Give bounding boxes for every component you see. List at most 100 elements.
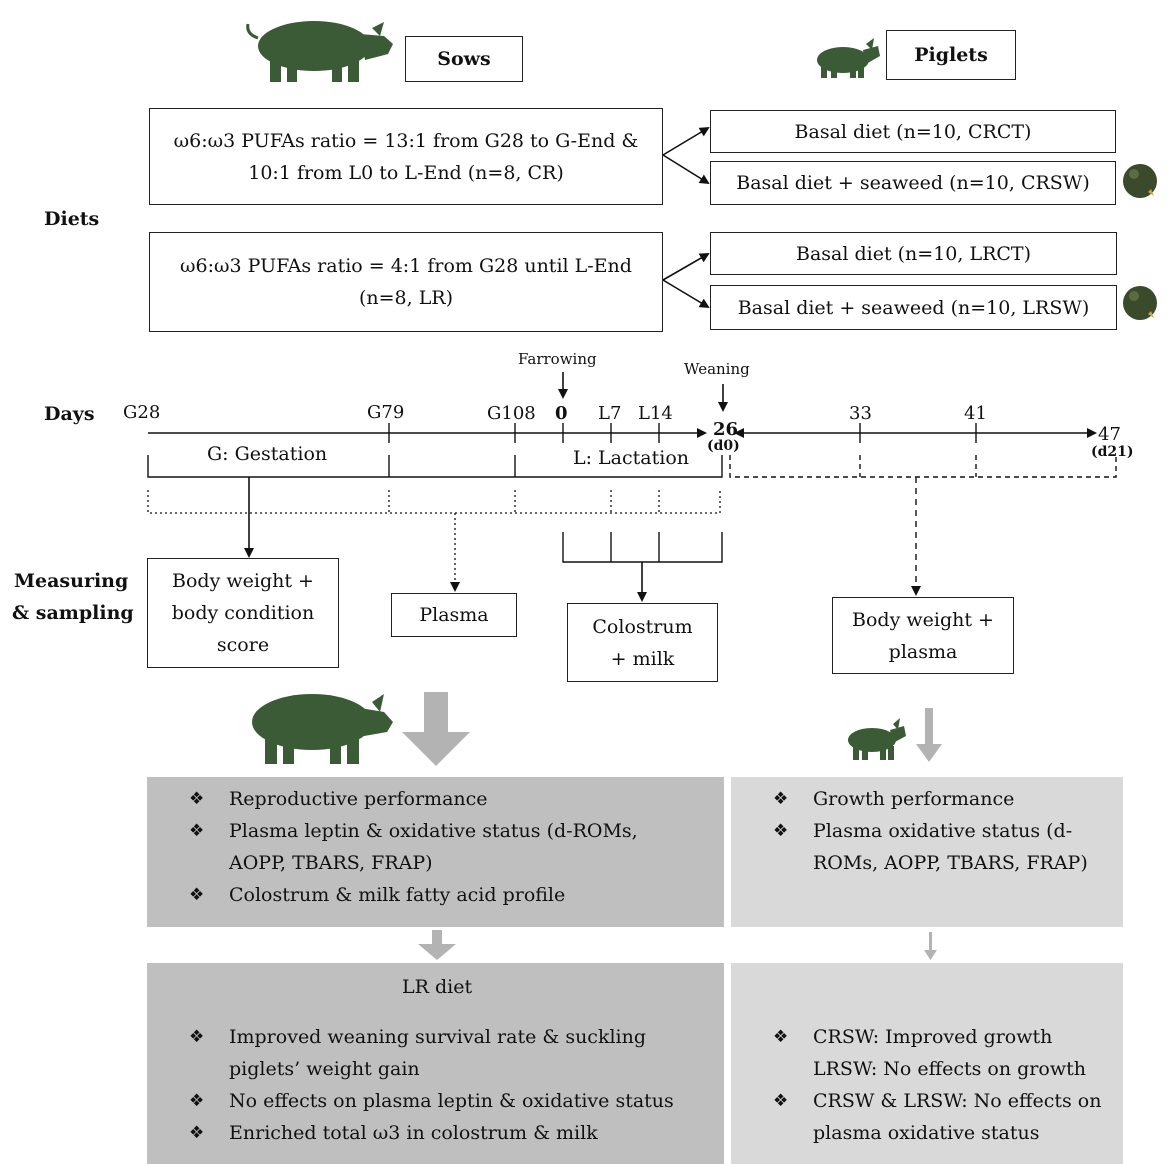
days-label: Days (44, 403, 95, 425)
diamond-bullet-icon: ❖ (189, 821, 205, 841)
tick-47: 47 (1098, 424, 1121, 445)
item-text: Reproductive performance (229, 788, 488, 810)
piglet-diet-crsw: Basal diet + seaweed (n=10, CRSW) (710, 161, 1116, 205)
piglet-icon (817, 38, 880, 78)
tick-d0: (d0) (707, 438, 740, 454)
pbw-line1: Body weight + (852, 608, 994, 631)
diamond-bullet-icon: ❖ (189, 1091, 205, 1111)
piglet-icon (848, 718, 906, 760)
col-line2: + milk (610, 647, 675, 670)
item-text: Plasma leptin & oxidative status (d-ROMs… (229, 820, 638, 842)
sows-header: Sows (405, 36, 523, 82)
diamond-bullet-icon: ❖ (773, 1091, 789, 1111)
item-text: LRSW: No effects on growth (813, 1058, 1086, 1080)
piglet-diet-crct-label: Basal diet (n=10, CRCT) (794, 120, 1032, 143)
tick-g108: G108 (487, 403, 536, 424)
sow-diet-lr: ω6:ω3 PUFAs ratio = 4:1 from G28 until L… (149, 232, 663, 332)
piglets-header: Piglets (886, 30, 1016, 80)
piglet-diet-lrct-label: Basal diet (n=10, LRCT) (795, 242, 1031, 265)
tick-33: 33 (849, 403, 872, 424)
sows-header-label: Sows (437, 48, 491, 70)
item-text: CRSW: Improved growth (813, 1026, 1053, 1048)
item-text: Plasma oxidative status (d- (813, 820, 1073, 842)
item-text: plasma oxidative status (813, 1122, 1040, 1144)
diamond-bullet-icon: ❖ (773, 789, 789, 809)
diamond-bullet-icon: ❖ (189, 789, 205, 809)
item-text: Enriched total ω3 in colostrum & milk (229, 1122, 598, 1144)
plasma-label: Plasma (419, 604, 489, 626)
list-item: ❖ Plasma leptin & oxidative status (d-ROM… (147, 815, 724, 879)
sow-diet-cr-line2: 10:1 from L0 to L-End (n=8, CR) (248, 161, 564, 184)
gestation-label: G: Gestation (207, 443, 328, 465)
down-arrow-icon (402, 692, 470, 766)
item-text: No effects on plasma leptin & oxidative … (229, 1090, 674, 1112)
sow-diet-cr: ω6:ω3 PUFAs ratio = 13:1 from G28 to G-E… (149, 108, 663, 205)
list-item: ❖ Enriched total ω3 in colostrum & milk (147, 1117, 724, 1149)
tick-l14: L14 (638, 403, 673, 424)
colostrum-milk-box: Colostrum + milk (567, 603, 718, 682)
sow-icon (246, 21, 393, 82)
tick-26: 26 (713, 419, 739, 440)
piglet-diet-lrsw: Basal diet + seaweed (n=10, LRSW) (710, 285, 1117, 330)
item-text: Growth performance (813, 788, 1015, 810)
sow-diet-lr-line1: ω6:ω3 PUFAs ratio = 4:1 from G28 until L… (180, 255, 632, 277)
list-item: ❖Colostrum & milk fatty acid profile (147, 879, 724, 911)
sow-icon (252, 694, 393, 764)
tick-0: 0 (555, 403, 568, 424)
piglet-diet-crct: Basal diet (n=10, CRCT) (710, 110, 1116, 153)
list-item: ❖ Improved weaning survival rate & suckli… (147, 1021, 724, 1085)
weaning-label: Weaning (684, 360, 750, 378)
measuring-label-line2: & sampling (12, 602, 134, 624)
tick-g28: G28 (123, 402, 161, 423)
list-item: ❖ Plasma oxidative status (d- ROMs, AOPP, … (731, 815, 1123, 879)
list-item: ❖ CRSW & LRSW: No effects on plasma oxidat… (731, 1085, 1123, 1149)
seaweed-icon (1123, 164, 1157, 198)
piglets-header-label: Piglets (914, 44, 988, 66)
piglet-outcomes-panel: ❖ Growth performance ❖ Plasma oxidative st… (731, 777, 1123, 927)
diets-label: Diets (44, 208, 100, 230)
bw-line2: body condition (171, 602, 315, 624)
tick-g79: G79 (367, 402, 405, 423)
item-text: CRSW & LRSW: No effects on (813, 1090, 1102, 1112)
down-arrow-icon (418, 930, 456, 960)
down-arrow-icon (916, 708, 942, 762)
body-weight-bcs-box: Body weight + body condition score (147, 558, 339, 668)
item-text: ROMs, AOPP, TBARS, FRAP) (813, 852, 1088, 874)
tick-l7: L7 (598, 403, 622, 424)
down-arrow-icon (924, 932, 937, 960)
item-text: Improved weaning survival rate & sucklin… (229, 1026, 647, 1048)
tick-41: 41 (964, 403, 987, 424)
pbw-line2: plasma (888, 640, 958, 663)
bw-line3: score (216, 634, 270, 656)
lactation-label: L: Lactation (573, 447, 689, 469)
piglet-diet-crsw-label: Basal diet + seaweed (n=10, CRSW) (736, 172, 1090, 194)
sow-results-title: LR diet (402, 976, 473, 998)
sow-diet-cr-line1: ω6:ω3 PUFAs ratio = 13:1 from G28 to G-E… (173, 129, 639, 152)
farrowing-label: Farrowing (518, 350, 597, 368)
seaweed-icon (1123, 286, 1157, 320)
piglet-diet-lrct: Basal diet (n=10, LRCT) (710, 232, 1117, 275)
diamond-bullet-icon: ❖ (189, 1027, 205, 1047)
item-text: piglets’ weight gain (229, 1058, 420, 1080)
sow-diet-lr-line2: (n=8, LR) (358, 287, 454, 309)
diamond-bullet-icon: ❖ (189, 885, 205, 905)
bw-line1: Body weight + (172, 570, 314, 592)
col-line1: Colostrum (592, 615, 693, 638)
list-item: ❖ No effects on plasma leptin & oxidative… (147, 1085, 724, 1117)
sow-outcomes-panel: ❖ Reproductive performance ❖ Plasma leptin… (147, 777, 724, 927)
tick-d21: (d21) (1091, 444, 1134, 460)
item-text: AOPP, TBARS, FRAP) (229, 852, 433, 874)
diamond-bullet-icon: ❖ (189, 1123, 205, 1143)
plasma-box: Plasma (391, 593, 517, 637)
measuring-label-line1: Measuring (14, 570, 129, 592)
diamond-bullet-icon: ❖ (773, 1027, 789, 1047)
sow-results-panel: LR diet ❖ Improved weaning survival rate … (147, 963, 724, 1164)
list-item: ❖ Growth performance (731, 783, 1123, 815)
diamond-bullet-icon: ❖ (773, 821, 789, 841)
piglet-bw-plasma-box: Body weight + plasma (832, 597, 1014, 674)
list-item: ❖ Reproductive performance (147, 783, 724, 815)
piglet-diet-lrsw-label: Basal diet + seaweed (n=10, LRSW) (737, 296, 1090, 319)
